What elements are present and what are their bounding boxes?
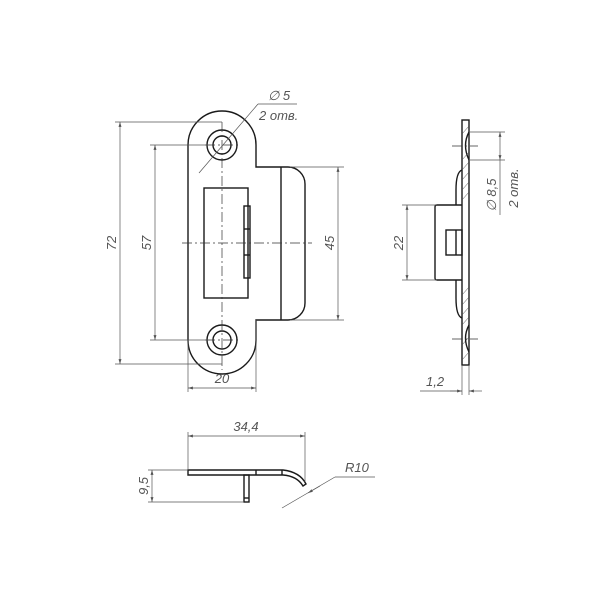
bottom-view: 34,4 9,5 R10 bbox=[136, 419, 375, 509]
dim-box-height: 22 bbox=[391, 235, 406, 251]
latch-slot bbox=[445, 229, 463, 256]
dim-leg-height: 9,5 bbox=[136, 476, 151, 495]
dim-overall-height: 72 bbox=[104, 235, 119, 250]
dim-bend-radius: R10 bbox=[345, 460, 370, 475]
dim-thickness: 1,2 bbox=[426, 374, 445, 389]
front-view: 72 57 45 20 ∅ 5 2 отв. bbox=[104, 88, 344, 392]
bottom-leg bbox=[243, 474, 250, 503]
dim-hole-spacing: 57 bbox=[139, 235, 154, 250]
dim-side-hole-count: 2 отв. bbox=[506, 168, 521, 208]
dim-hole-diameter: ∅ 5 bbox=[268, 88, 291, 103]
dim-countersink-diameter: ∅ 8,5 bbox=[484, 178, 499, 212]
dim-hole-count: 2 отв. bbox=[258, 108, 298, 123]
dim-overall-length: 34,4 bbox=[233, 419, 258, 434]
tongue-tab bbox=[243, 205, 251, 279]
dim-plate-width: 20 bbox=[214, 371, 230, 386]
lobe-bulge bbox=[455, 169, 463, 205]
dim-lobe-height: 45 bbox=[322, 235, 337, 250]
strike-plate-outline bbox=[187, 110, 306, 375]
latch-box bbox=[434, 204, 462, 281]
side-view: 22 ∅ 8,5 2 отв. 1,2 bbox=[391, 119, 521, 395]
bottom-plate bbox=[187, 469, 307, 487]
